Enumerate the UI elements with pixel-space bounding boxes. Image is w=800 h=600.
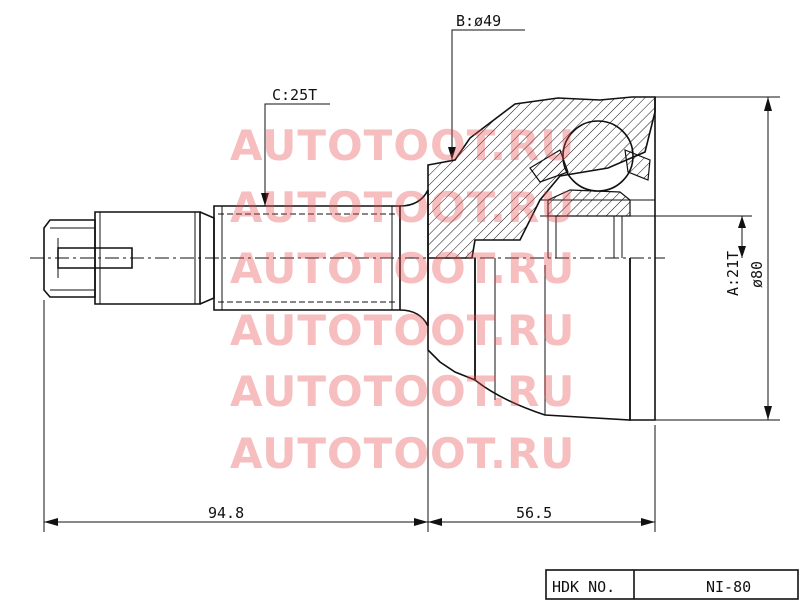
- dimension-label-94-8: 94.8: [208, 504, 244, 522]
- leader-label-outer-spline: C:25T: [272, 86, 317, 104]
- title-block-label: HDK NO.: [552, 578, 615, 596]
- leader-outer-spline: [261, 103, 330, 206]
- leader-seal-diameter: [448, 29, 525, 160]
- dimension-label-inner-spline: A:21T: [724, 251, 742, 296]
- watermark-line: AUTOTOOT.RU: [230, 244, 575, 293]
- watermark-line: AUTOTOOT.RU: [230, 306, 575, 355]
- dimension-inner-spline: [630, 215, 752, 258]
- dimension-label-56-5: 56.5: [516, 504, 552, 522]
- leader-label-seal-diameter: B:ø49: [456, 12, 501, 30]
- dimension-outer-diameter: [655, 96, 780, 421]
- watermark-line: AUTOTOOT.RU: [230, 121, 575, 170]
- watermark-line: AUTOTOOT.RU: [230, 429, 575, 478]
- title-block: [545, 569, 799, 600]
- part-number: NI-80: [706, 578, 751, 596]
- watermark: AUTOTOOT.RU AUTOTOOT.RU AUTOTOOT.RU AUTO…: [230, 121, 575, 478]
- dimension-length-shaft: [43, 300, 429, 532]
- dimension-length-body: [428, 425, 656, 532]
- watermark-line: AUTOTOOT.RU: [230, 183, 575, 232]
- dimension-label-outer-diameter: ø80: [748, 261, 766, 288]
- inner-race-and-ball: [529, 120, 651, 217]
- watermark-line: AUTOTOOT.RU: [230, 367, 575, 416]
